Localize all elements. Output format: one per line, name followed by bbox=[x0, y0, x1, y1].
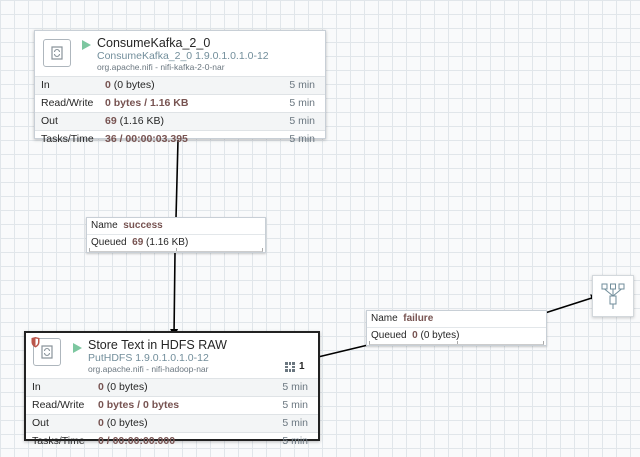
processor-header: Store Text in HDFS RAW PutHDFS 1.9.0.1.0… bbox=[26, 333, 318, 378]
stat-period: 5 min bbox=[289, 79, 315, 91]
queued-count: 0 bbox=[412, 330, 418, 341]
stat-row-read-write: Read/Write 0 bytes / 1.16 KB 5 min bbox=[35, 94, 325, 112]
stat-label: Out bbox=[32, 417, 49, 429]
connection-name: success bbox=[123, 220, 163, 231]
queued-size: (0 bytes) bbox=[417, 330, 460, 341]
stat-label: Tasks/Time bbox=[41, 133, 94, 145]
stat-period: 5 min bbox=[282, 417, 308, 429]
processor-consumekafka[interactable]: ConsumeKafka_2_0 ConsumeKafka_2_0 1.9.0.… bbox=[34, 30, 326, 145]
processor-type: PutHDFS 1.9.0.1.0.1.0-12 bbox=[88, 352, 209, 364]
connection-queued-row: Queued 0 (0 bytes) bbox=[367, 327, 546, 345]
stat-row-out: Out 69 (1.16 KB) 5 min bbox=[35, 112, 325, 130]
funnel-icon bbox=[601, 283, 625, 309]
active-threads-icon bbox=[285, 362, 295, 372]
stat-label: Out bbox=[41, 115, 58, 127]
stat-label: Tasks/Time bbox=[32, 435, 85, 447]
stat-label: Read/Write bbox=[41, 97, 94, 109]
connection-success-line[interactable] bbox=[174, 139, 178, 336]
stat-period: 5 min bbox=[289, 133, 315, 145]
stat-row-out: Out 0 (0 bytes) 5 min bbox=[26, 414, 318, 432]
running-play-icon bbox=[73, 343, 82, 353]
stat-row-read-write: Read/Write 0 bytes / 0 bytes 5 min bbox=[26, 396, 318, 414]
stat-value: 0 / 00:00:00.000 bbox=[98, 435, 176, 447]
stat-period: 5 min bbox=[282, 399, 308, 411]
stat-value: 0 (0 bytes) bbox=[98, 417, 148, 429]
stat-label: In bbox=[41, 79, 50, 91]
stat-period: 5 min bbox=[289, 97, 315, 109]
processor-bundle: org.apache.nifi - nifi-hadoop-nar bbox=[88, 364, 209, 374]
processor-icon bbox=[43, 39, 71, 67]
processor-bundle: org.apache.nifi - nifi-kafka-2-0-nar bbox=[97, 62, 225, 72]
queued-count: 69 bbox=[132, 237, 144, 248]
connection-label-failure[interactable]: Name failure Queued 0 (0 bytes) bbox=[366, 310, 547, 346]
stat-value: 0 bytes / 1.16 KB bbox=[105, 97, 189, 109]
shield-icon bbox=[31, 337, 40, 348]
stat-period: 5 min bbox=[289, 115, 315, 127]
stat-value: 0 (0 bytes) bbox=[98, 381, 148, 393]
queued-size: (1.16 KB) bbox=[143, 237, 189, 248]
connection-label-success[interactable]: Name success Queued 69 (1.16 KB) bbox=[86, 217, 266, 253]
connection-failure-line[interactable] bbox=[317, 296, 598, 358]
active-thread-count: 1 bbox=[299, 361, 305, 372]
stat-row-in: In 0 (0 bytes) 5 min bbox=[26, 378, 318, 396]
stat-value: 0 bytes / 0 bytes bbox=[98, 399, 180, 411]
connection-name: failure bbox=[403, 313, 434, 324]
queue-progress-bar bbox=[369, 341, 544, 345]
stat-value: 69 (1.16 KB) bbox=[105, 115, 164, 127]
stat-value: 36 / 00:00:03.395 bbox=[105, 133, 188, 145]
processor-name: Store Text in HDFS RAW bbox=[88, 338, 227, 352]
stat-period: 5 min bbox=[282, 381, 308, 393]
queue-progress-bar bbox=[89, 248, 263, 252]
processor-type: ConsumeKafka_2_0 1.9.0.1.0.1.0-12 bbox=[97, 50, 269, 62]
stat-value: 0 (0 bytes) bbox=[105, 79, 155, 91]
stat-period: 5 min bbox=[282, 435, 308, 447]
connection-queued-row: Queued 69 (1.16 KB) bbox=[87, 234, 265, 252]
connection-name-row: Name success bbox=[91, 220, 163, 231]
stat-row-in: In 0 (0 bytes) 5 min bbox=[35, 76, 325, 94]
processor-puthdfs[interactable]: Store Text in HDFS RAW PutHDFS 1.9.0.1.0… bbox=[24, 331, 320, 447]
funnel[interactable] bbox=[592, 275, 634, 317]
processor-name: ConsumeKafka_2_0 bbox=[97, 36, 211, 50]
stat-row-tasks-time: Tasks/Time 36 / 00:00:03.395 5 min bbox=[35, 130, 325, 148]
stat-row-tasks-time: Tasks/Time 0 / 00:00:00.000 5 min bbox=[26, 432, 318, 450]
processor-header: ConsumeKafka_2_0 ConsumeKafka_2_0 1.9.0.… bbox=[35, 31, 325, 76]
stat-label: In bbox=[32, 381, 41, 393]
connection-name-row: Name failure bbox=[371, 313, 434, 324]
running-play-icon bbox=[82, 40, 91, 50]
stat-label: Read/Write bbox=[32, 399, 85, 411]
